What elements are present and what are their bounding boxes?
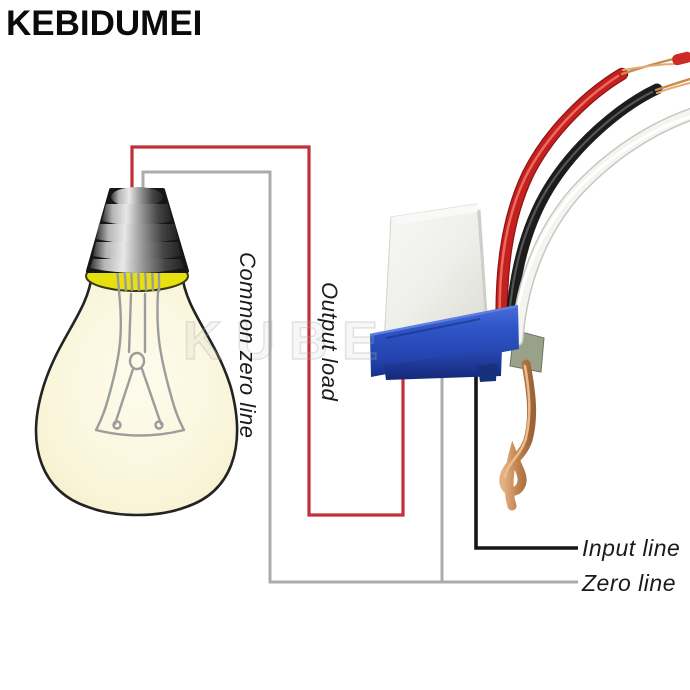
input-line-label: Input line [582, 535, 681, 561]
switch-base-tab [478, 363, 497, 382]
zero-line-label: Zero line [582, 570, 676, 596]
red-wire-tip [672, 51, 690, 66]
output-load-line [130, 145, 405, 517]
output-load-label: Output load [317, 282, 342, 402]
photocell-switch [369, 51, 690, 511]
common-zero-line-wire [141, 170, 578, 584]
common-zero-line-label: Common zero line [235, 252, 260, 439]
bulb-screw-cap [86, 187, 189, 273]
light-bulb [34, 187, 239, 517]
black-wire [504, 77, 690, 344]
black-wire-strands [654, 77, 690, 92]
watermark: KUBE [182, 310, 393, 372]
bulb-glass [34, 272, 239, 517]
sensor-housing-top-bevel [391, 204, 482, 225]
white-wire [510, 107, 690, 347]
switch-base [369, 304, 519, 382]
red-wire [495, 51, 690, 341]
mounting-bracket [499, 329, 545, 511]
device-wires [495, 51, 690, 347]
brand-logo: KEBIDUMEI [6, 4, 203, 43]
input-line-wire [474, 372, 578, 550]
schematic-lines [130, 145, 578, 584]
